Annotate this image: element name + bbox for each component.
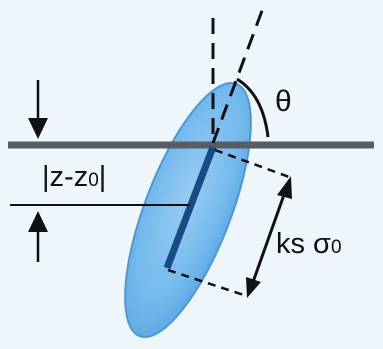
- offset-label-main: |z-z: [42, 161, 88, 193]
- offset-arrowhead-top: [28, 118, 48, 139]
- theta-label: θ: [275, 85, 292, 118]
- ks-sigma-label: ks σ0: [276, 228, 342, 260]
- ks-sigma-arrowhead-top: [277, 176, 292, 199]
- ks-sigma-arrowhead-bottom: [246, 277, 261, 298]
- offset-label: |z-z0|: [42, 161, 106, 193]
- ks-sigma-arrow-shaft: [251, 191, 287, 283]
- offset-label-end: |: [99, 161, 107, 193]
- offset-arrowhead-bottom: [28, 211, 48, 232]
- offset-label-sub: 0: [88, 170, 99, 191]
- theta-angle-arc: [236, 77, 270, 138]
- ks-sigma-label-sub: 0: [331, 237, 342, 258]
- ks-sigma-label-main: ks σ: [276, 228, 331, 260]
- projection-line: [163, 145, 217, 270]
